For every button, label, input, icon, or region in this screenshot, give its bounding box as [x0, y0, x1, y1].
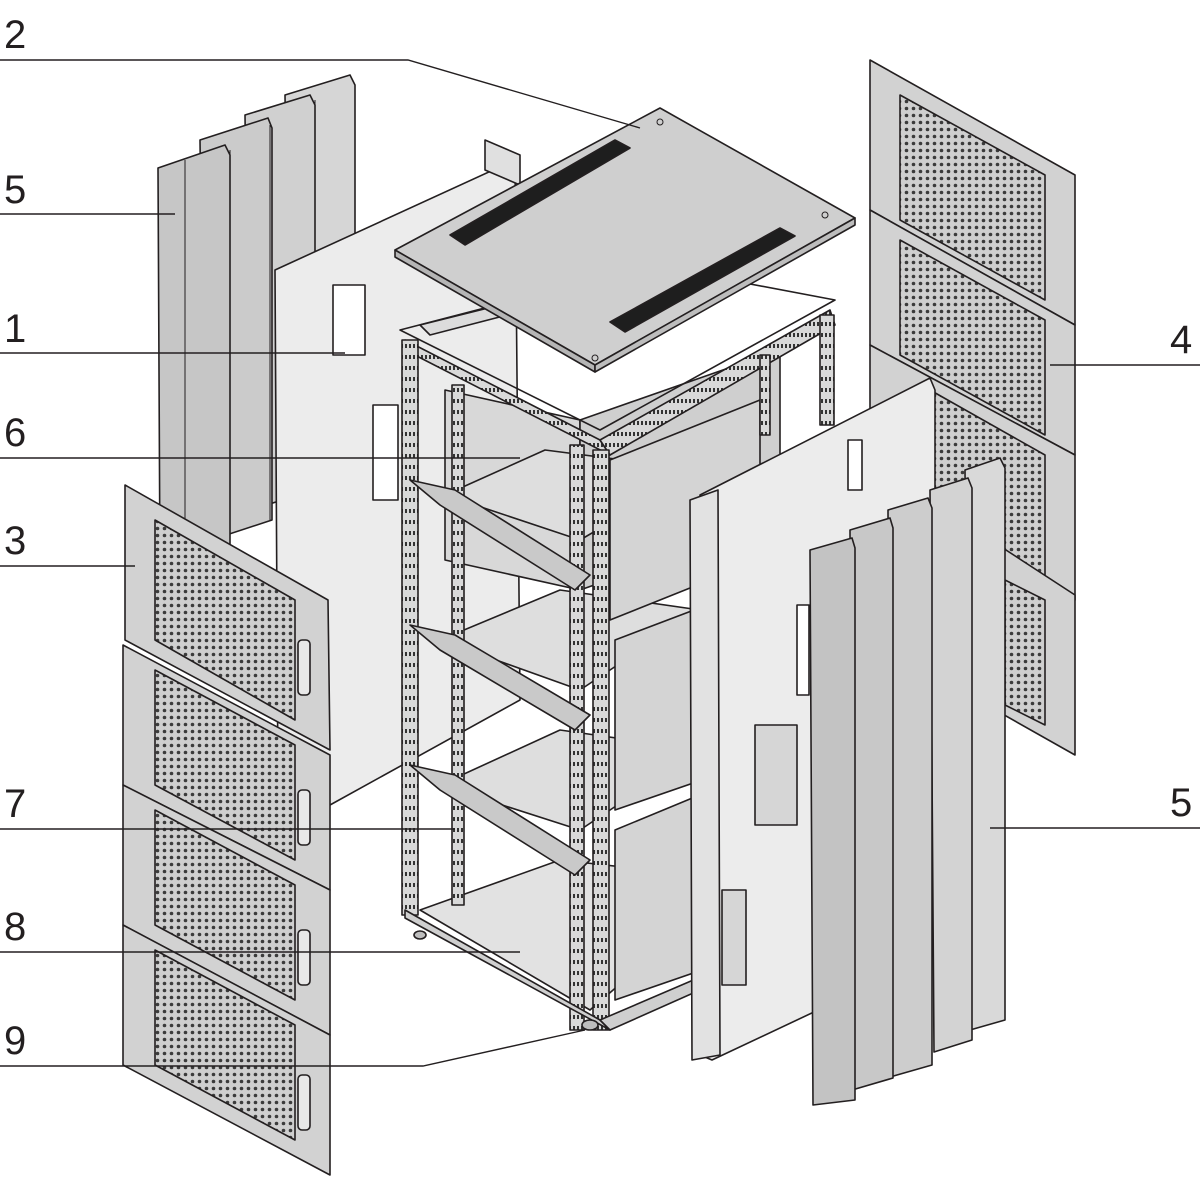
leader-9	[0, 1029, 586, 1067]
callout-top-cover: 2	[4, 13, 26, 57]
callout-frame: 6	[4, 411, 26, 455]
leader-2	[0, 59, 641, 129]
leader-lines	[0, 59, 1200, 1067]
front-doors	[122, 484, 331, 1176]
callout-feet: 9	[4, 1019, 26, 1063]
callout-side-panel-left: 5	[4, 168, 26, 212]
callout-base-plate: 8	[4, 905, 26, 949]
callout-mounting-rail: 7	[4, 782, 26, 826]
cabinet-frame	[399, 264, 836, 1031]
callout-side-panel-right: 5	[1170, 781, 1192, 825]
top-cover	[394, 107, 856, 373]
callout-front-doors: 3	[4, 519, 26, 563]
callout-rear-doors: 4	[1170, 318, 1192, 362]
right-side-panels	[809, 457, 1006, 1106]
callout-rear-panel: 1	[4, 307, 26, 351]
callout-numbers: 2 5 1 6 3 4 5 7 8 9	[4, 13, 1192, 1063]
